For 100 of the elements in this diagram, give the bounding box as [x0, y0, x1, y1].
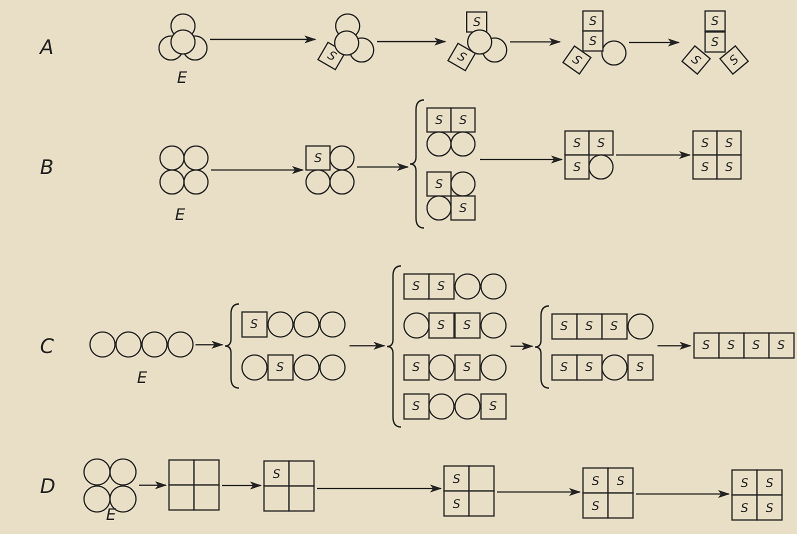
- substrate-label: S: [726, 51, 742, 70]
- substrate-label: S: [710, 35, 720, 49]
- substrate-label: S: [472, 15, 482, 29]
- substrate-label: S: [700, 160, 710, 174]
- subunit-complex: [317, 13, 375, 71]
- substrate-label: S: [740, 476, 750, 490]
- subunit-complex: [692, 130, 742, 180]
- arrow: [636, 490, 730, 498]
- substrate-label: S: [454, 48, 470, 67]
- arrow: [350, 342, 386, 350]
- substrate-label: S: [740, 500, 750, 514]
- substrate-label: S: [700, 136, 710, 150]
- arrow: [616, 151, 691, 159]
- substrate-label: S: [436, 318, 446, 332]
- substrate-label: S: [559, 319, 569, 333]
- substrate-label: S: [609, 319, 619, 333]
- subunit-complex: [402, 392, 506, 420]
- substrate-label: S: [588, 34, 598, 48]
- substrate-label: S: [710, 14, 720, 28]
- substrate-label: S: [596, 136, 606, 150]
- subunit-complex: [426, 107, 476, 157]
- subunit-complex: [240, 354, 346, 380]
- substrate-label: S: [272, 466, 282, 480]
- arrow: [222, 482, 262, 490]
- arrow: [196, 340, 224, 349]
- substrate-label: S: [584, 319, 594, 333]
- arrow: [317, 484, 442, 492]
- substrate-label: S: [776, 338, 786, 352]
- substrate-label: S: [751, 338, 761, 352]
- subunit-complex: [564, 130, 614, 180]
- enzyme-label: E: [177, 69, 188, 87]
- arrow: [139, 481, 167, 490]
- substrate-label: S: [452, 496, 462, 510]
- substrate-label: S: [568, 51, 586, 70]
- substrate-label: S: [635, 360, 645, 374]
- subunit-complex: [402, 272, 506, 300]
- substrate-label: S: [572, 136, 582, 150]
- subunit-complex: [692, 332, 794, 358]
- arrow: [510, 38, 562, 46]
- subunit-complex: [582, 467, 634, 519]
- arrow: [210, 35, 316, 44]
- substrate-label: S: [590, 474, 600, 488]
- subunit-complex: [240, 310, 346, 338]
- enzyme-label: E: [175, 206, 186, 224]
- substrate-label: S: [764, 476, 774, 490]
- substrate-label: S: [688, 51, 704, 70]
- substrate-label: S: [458, 113, 468, 127]
- substrate-label: S: [434, 113, 444, 127]
- substrate-label: S: [572, 160, 582, 174]
- subunit-complex: [680, 10, 750, 76]
- arrow: [497, 488, 581, 496]
- subunit-complex: [402, 354, 506, 380]
- substrate-label: S: [584, 360, 594, 374]
- subunit-complex: [447, 11, 508, 72]
- substrate-label: S: [724, 136, 734, 150]
- row-label: D: [40, 475, 56, 497]
- substrate-label: S: [324, 47, 340, 66]
- substrate-label: S: [462, 360, 472, 374]
- substrate-label: S: [764, 500, 774, 514]
- row-label: A: [40, 36, 54, 58]
- subunit-complex: [562, 10, 627, 75]
- subunit-complex: [443, 465, 495, 517]
- substrate-label: S: [616, 474, 626, 488]
- subunit-complex: [402, 312, 506, 338]
- arrow: [211, 166, 304, 174]
- substrate-label: S: [249, 317, 259, 331]
- substrate-label: S: [434, 177, 444, 191]
- substrate-label: S: [724, 160, 734, 174]
- subunit-complex: [263, 460, 315, 512]
- substrate-label: S: [313, 151, 323, 165]
- substrate-label: S: [411, 279, 421, 293]
- row-label: C: [40, 335, 54, 357]
- subunit-complex: [550, 354, 654, 380]
- substrate-label: S: [275, 360, 285, 374]
- enzyme-label: E: [137, 369, 148, 387]
- arrow: [357, 163, 409, 171]
- subunit-complex: [305, 145, 355, 195]
- subunit-complex: [168, 459, 220, 511]
- subunit-complex: [731, 469, 783, 521]
- arrow: [658, 342, 692, 350]
- substrate-label: S: [588, 14, 598, 28]
- subunit-complex: [550, 312, 654, 340]
- enzyme-label: E: [106, 506, 116, 524]
- substrate-label: S: [559, 360, 569, 374]
- substrate-label: S: [462, 318, 472, 332]
- arrow: [480, 156, 563, 164]
- substrate-label: S: [488, 399, 498, 413]
- substrate-label: S: [436, 279, 446, 293]
- substrate-label: S: [411, 399, 421, 413]
- arrow: [629, 38, 680, 46]
- substrate-label: S: [452, 472, 462, 486]
- substrate-label: S: [590, 498, 600, 512]
- row-label: B: [40, 156, 54, 178]
- subunit-complex: [426, 171, 476, 221]
- substrate-label: S: [411, 360, 421, 374]
- substrate-label: S: [701, 338, 711, 352]
- arrow: [510, 342, 534, 350]
- substrate-label: S: [458, 201, 468, 215]
- substrate-label: S: [726, 338, 736, 352]
- arrow: [377, 38, 446, 46]
